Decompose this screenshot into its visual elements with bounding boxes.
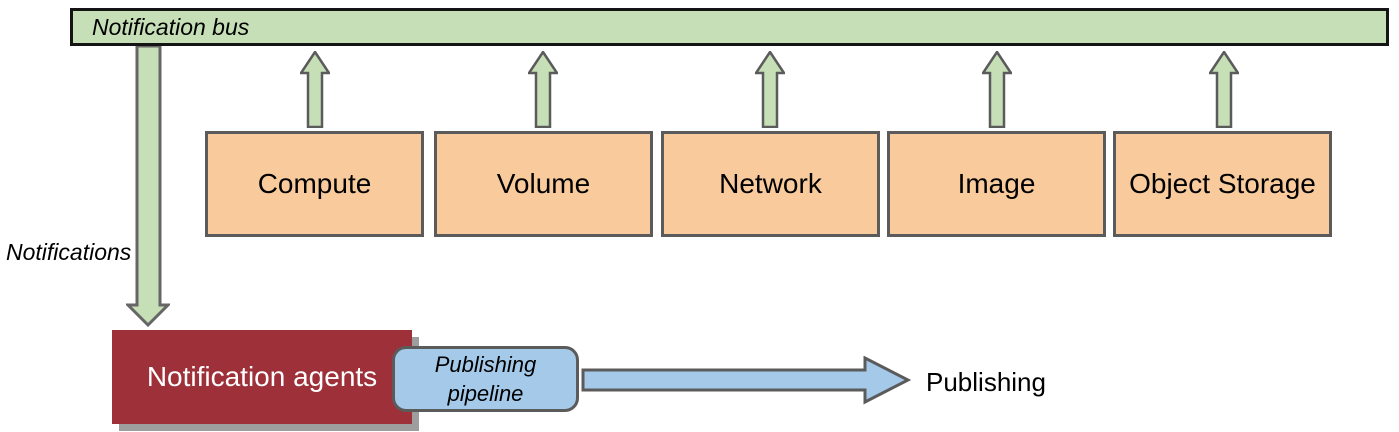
service-box-network: Network (661, 131, 880, 237)
notification-agents-box: Notification agents (112, 330, 412, 424)
notification-bus-bar: Notification bus (70, 8, 1389, 46)
up-arrow-icon-network (755, 51, 785, 128)
notification-agents-label: Notification agents (146, 361, 378, 392)
down-arrow-icon (126, 46, 170, 327)
publishing-pipeline-box: Publishing pipeline (392, 346, 579, 412)
service-box-volume: Volume (434, 131, 653, 237)
service-box-image: Image (887, 131, 1106, 237)
service-box-object-storage: Object Storage (1113, 131, 1332, 237)
service-box-compute: Compute (205, 131, 424, 237)
up-arrow-icon-image (982, 51, 1012, 128)
up-arrow-icon-compute (300, 51, 330, 128)
notification-bus-label: Notification bus (92, 13, 250, 40)
up-arrow-icon-volume (528, 51, 558, 128)
publishing-pipeline-label-line2: pipeline (447, 381, 524, 406)
right-arrow-icon (581, 356, 911, 405)
up-arrow-icon-object-storage (1209, 51, 1239, 128)
publishing-label: Publishing (926, 367, 1046, 397)
publishing-pipeline-label-line1: Publishing (434, 352, 537, 377)
notifications-label: Notifications (6, 239, 132, 265)
